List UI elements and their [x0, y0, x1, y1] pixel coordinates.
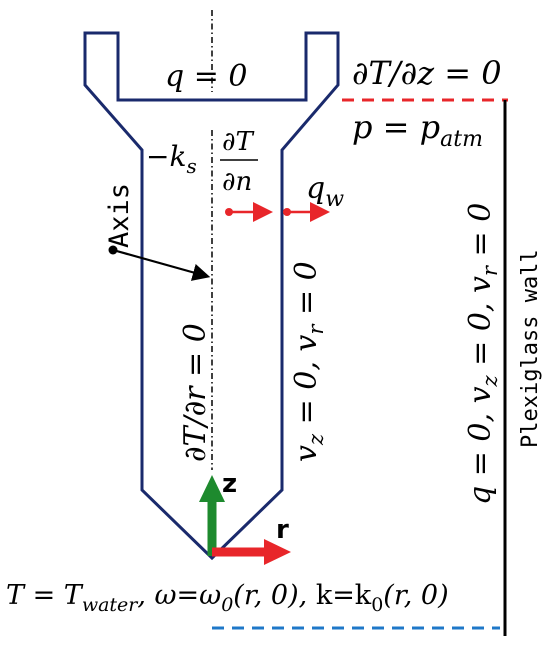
label-flux-den: ∂n [222, 167, 252, 197]
label-dTdr: ∂T/∂r = 0 [178, 323, 213, 462]
r-axis-arrowhead [264, 539, 291, 565]
axis-pointer-line [112, 248, 211, 281]
label-z-axis: z [222, 469, 237, 499]
label-dTdz: ∂T/∂z = 0 [352, 54, 502, 92]
label-vz-inner: vz = 0, vr = 0 [289, 261, 328, 462]
label-q-top: q = 0 [165, 59, 248, 94]
label-flux-num: ∂T [222, 127, 254, 157]
label-qw: qw [306, 171, 344, 212]
label-bottom-condition: T = Twater, ω=ω0(r, 0), k=k0(r, 0) [6, 580, 449, 616]
label-p-atm: p = patm [352, 108, 483, 152]
label-plexiglass-wall: Plexiglass wall [518, 249, 543, 448]
label-wall-conditions: q = 0, vz = 0, vr = 0 [463, 203, 502, 505]
vessel-outline [83, 31, 340, 561]
label-flux-neg-ks: −ks [146, 140, 197, 178]
z-axis-arrowhead [199, 475, 225, 502]
label-r-axis: r [276, 515, 289, 545]
label-axis-word: Axis [104, 183, 135, 248]
